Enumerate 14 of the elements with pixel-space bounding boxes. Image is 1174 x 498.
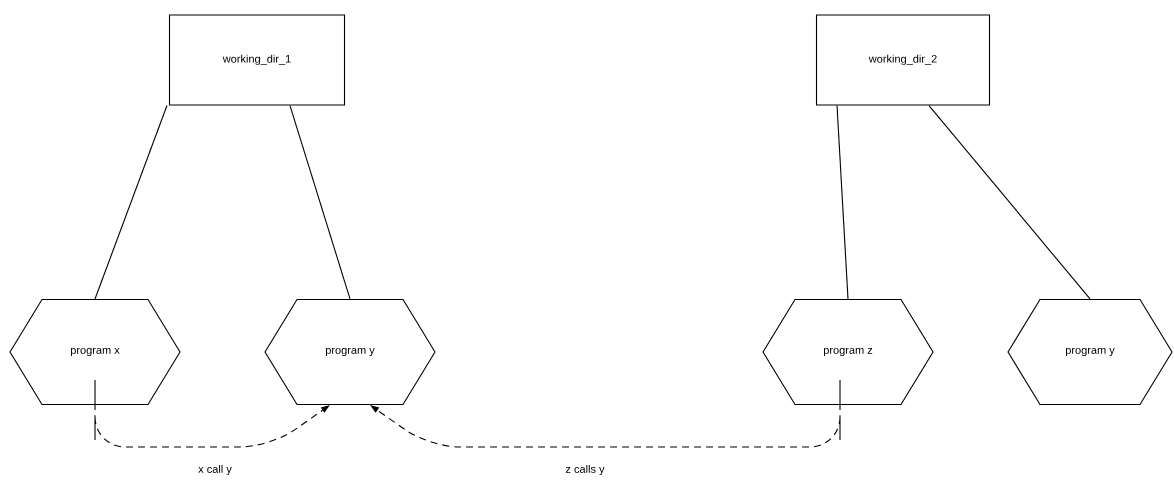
connector-line [289, 105, 351, 300]
dashed-arrow [370, 379, 841, 448]
edge-label: z calls y [564, 463, 606, 477]
edge-label: x call y [197, 463, 233, 477]
dashed-arrow [94, 379, 330, 448]
program-hexagon: program z [762, 298, 934, 406]
program-hexagon: program y [1007, 298, 1173, 406]
connector-line [928, 105, 1091, 300]
connector-line [836, 105, 849, 300]
connector-line [94, 105, 168, 300]
program-hexagon: program y [264, 298, 436, 406]
folder-box: working_dir_1 [168, 14, 346, 106]
folder-box: working_dir_2 [815, 14, 991, 106]
program-hexagon: program x [9, 298, 181, 406]
